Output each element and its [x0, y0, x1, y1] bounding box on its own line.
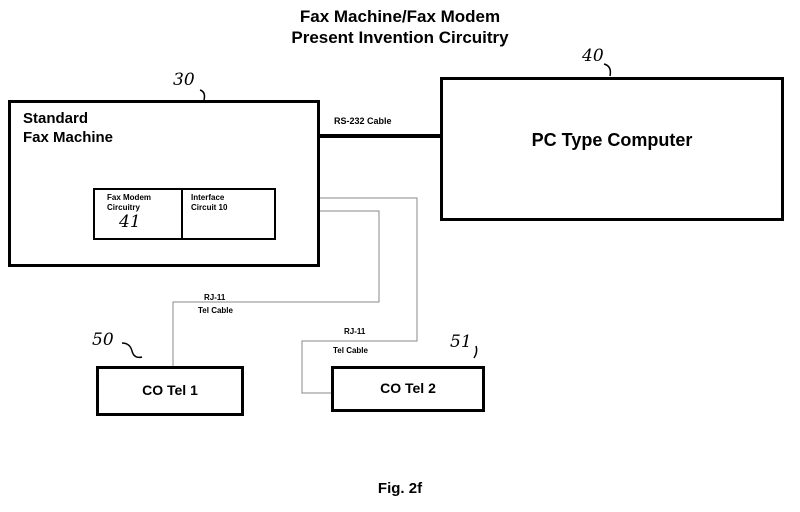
cable-1-label-line-2: Tel Cable — [198, 306, 233, 315]
inner-modules-box: Fax Modem Circuitry 41 Interface Circuit… — [93, 188, 276, 240]
cable-1-label-line-1: RJ-11 — [204, 293, 226, 302]
ref-51-squiggle — [473, 345, 478, 359]
interface-label-line-2: Circuit 10 — [191, 203, 228, 212]
title-line-2: Present Invention Circuitry — [291, 28, 509, 47]
fax-modem-label-line-2: Circuitry — [107, 203, 140, 212]
diagram-title: Fax Machine/Fax Modem Present Invention … — [0, 6, 800, 48]
interface-label-line-1: Interface — [191, 193, 225, 202]
fax-machine-label-line-2: Fax Machine — [23, 129, 114, 146]
fax-modem-label: Fax Modem Circuitry — [107, 193, 151, 213]
cable-2-label-line-2: Tel Cable — [333, 346, 368, 355]
ref-50-squiggle — [121, 342, 143, 359]
cable-2-label-line-1: RJ-11 — [344, 327, 366, 336]
fax-modem-circuitry-box: Fax Modem Circuitry 41 — [95, 190, 183, 238]
ref-40-squiggle — [603, 63, 612, 77]
fax-machine-label: Standard Fax Machine — [23, 109, 113, 147]
fax-modem-label-line-1: Fax Modem — [107, 193, 152, 202]
pc-computer-box: PC Type Computer — [440, 77, 784, 221]
ref-30-squiggle — [199, 89, 206, 101]
interface-circuit-label: Interface Circuit 10 — [191, 193, 227, 213]
co-tel-1-label: CO Tel 1 — [142, 382, 198, 398]
co-tel-2-box: CO Tel 2 — [331, 366, 485, 412]
ref-41: 41 — [119, 212, 141, 232]
co-tel-2-label: CO Tel 2 — [380, 380, 436, 396]
ref-30: 30 — [173, 70, 195, 90]
tel-cable-1-line — [172, 210, 380, 366]
rs232-cable-label: RS-232 Cable — [334, 116, 392, 126]
pc-computer-label: PC Type Computer — [531, 130, 693, 150]
co-tel-1-box: CO Tel 1 — [96, 366, 244, 416]
ref-40: 40 — [582, 46, 604, 66]
fax-machine-box: Standard Fax Machine Fax Modem Circuitry… — [8, 100, 320, 267]
ref-50: 50 — [92, 330, 114, 350]
ref-51: 51 — [450, 332, 472, 352]
fax-machine-label-line-1: Standard — [23, 110, 89, 127]
title-line-1: Fax Machine/Fax Modem — [299, 7, 501, 26]
figure-caption: Fig. 2f — [377, 480, 423, 497]
tel-cable-2-line — [301, 197, 418, 394]
